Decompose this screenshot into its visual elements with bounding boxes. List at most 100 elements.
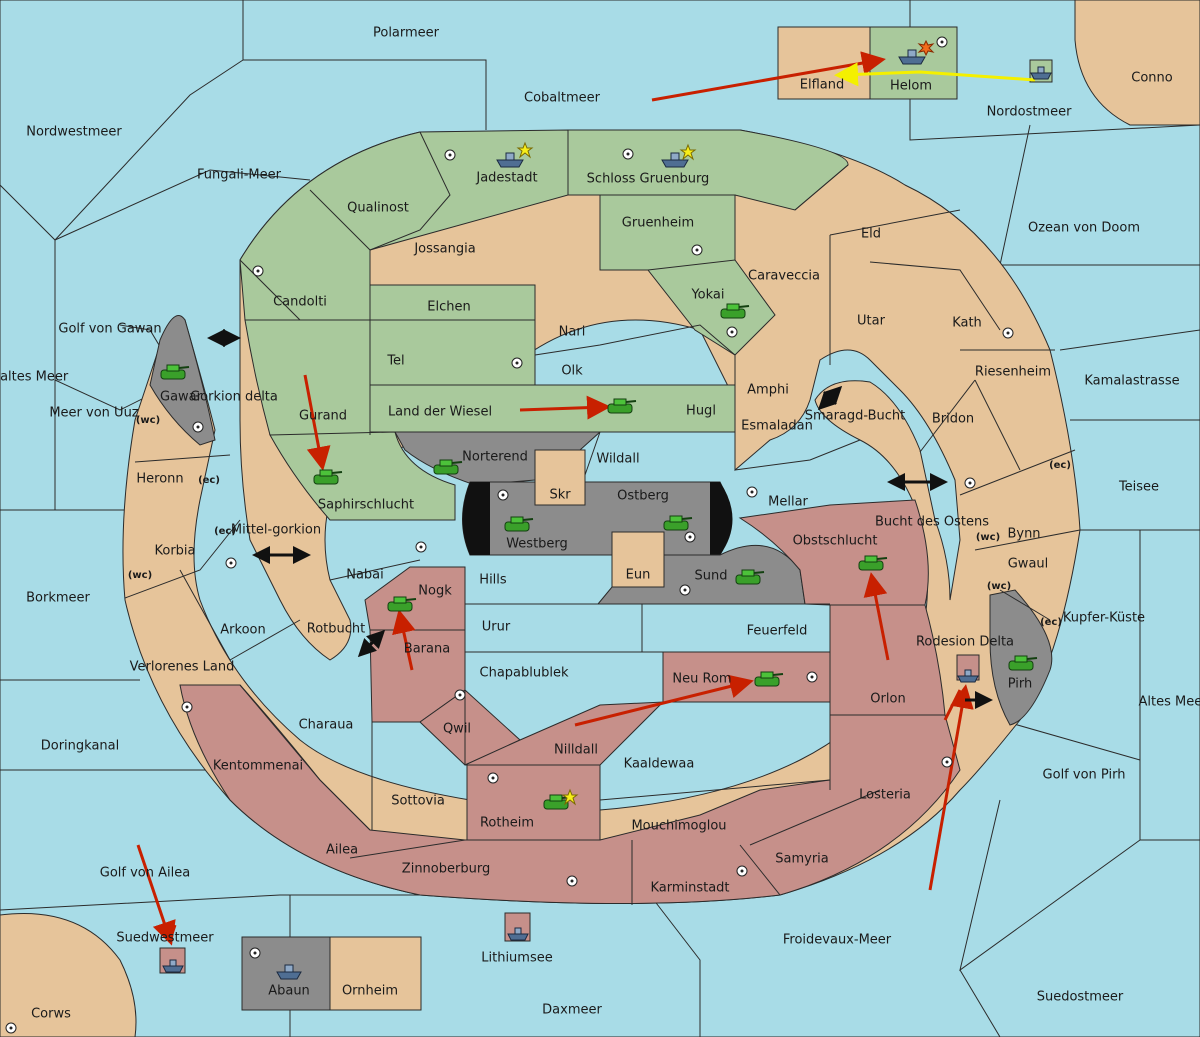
move-arrow-gurand-saphirschlucht [303,374,331,471]
territory-borders [124,130,1081,905]
sea-label: Doringkanal [41,739,120,754]
tank-icon [387,596,417,612]
supply-centers [5,36,1014,1034]
territory-label: Gwaul [1008,557,1049,572]
supply-center-icon [684,531,696,543]
supply-center-icon [444,149,456,161]
territory-label: Eun [626,568,651,583]
sea-label: Altes Meer [1138,695,1200,710]
order-arrows [136,51,1036,946]
territory-yokai[interactable] [647,259,776,356]
supply-center-icon [487,772,499,784]
territory-label: Verlorenes Land [130,660,235,675]
territory-label: Orlon [870,692,905,707]
territory-label: Gawar [160,390,203,405]
move-arrow-nilldall-neu-rom [574,674,754,727]
territory-nilldall[interactable] [464,701,665,766]
territory-skr[interactable] [534,449,586,506]
sea-label: Nordostmeer [987,105,1073,120]
territory-label: Bridon [932,412,974,427]
ship-icon [496,152,524,168]
territory-label: Hugl [686,404,716,419]
territory-schloss-gruenburg[interactable] [567,129,849,211]
ship-icon [957,669,979,683]
tank-icon [663,515,693,531]
territory-gruenheim[interactable] [599,194,736,271]
tank-icon [1008,655,1038,671]
supply-center-icon [511,357,523,369]
territory-corws[interactable] [0,912,137,1037]
territory-conno[interactable] [1074,0,1200,126]
territory-label: Norterend [462,450,528,465]
tank-icon [504,516,534,532]
supply-center-icon [415,541,427,553]
territory-label: Gruenheim [622,216,694,231]
sea-label: Rodesion Delta [916,635,1014,650]
territory-ornheim[interactable] [329,936,422,1011]
territory-label: Eld [861,227,881,242]
move-arrow-losteria-rodesion [928,684,974,891]
coast-tag: (ec) [1040,617,1062,628]
territory-tel[interactable] [369,319,536,386]
territory-label: Qualinost [347,201,409,216]
sea-label: Lithiumsee [481,951,552,966]
territory-label: Wildall [596,452,639,467]
sea-label: Suedostmeer [1037,990,1124,1005]
territory-label: Helom [890,79,932,94]
sea-label: Golf von Gawan [58,322,161,337]
sea-label: Suedwestmeer [116,931,214,946]
territory-label: Ornheim [342,984,398,999]
sea-label: Corws [31,1007,71,1022]
territory-label: Schloss Gruenburg [587,172,710,187]
retreat-arrow-helom [834,62,1036,87]
territory-label: Land der Wiesel [388,405,492,420]
coast-tag: (ec) [214,526,236,537]
sea-label: Smaragd-Bucht [805,409,906,424]
territory-label: Samyria [775,852,829,867]
tank-icon [607,398,637,414]
supply-center-icon [252,265,264,277]
sea-label: Fungali-Meer [197,168,282,183]
territory-label: Olk [561,364,583,379]
coast-tag: (wc) [136,415,160,426]
territory-gawar[interactable] [149,315,216,446]
supply-center-icon [746,486,758,498]
tank-icon [160,364,190,380]
territory-label: Korbia [154,544,195,559]
sea-label: Cobaltmeer [524,91,601,106]
territory-label: Rotheim [480,816,534,831]
double-arrow-icon [817,385,843,411]
coast-tag: (ec) [1049,460,1071,471]
ship-icon [661,152,689,168]
supply-center-icon [497,489,509,501]
sea-label: Rotbucht [307,622,365,637]
territory-label: Kath [952,316,982,331]
ship-icon [507,927,529,941]
territory-label: Amphi [747,383,789,398]
supply-center-icon [941,756,953,768]
territory-label: Gurand [299,409,347,424]
sea-label: Polarmeer [373,26,440,41]
territory-label: Kaaldewaa [624,757,695,772]
territory-label: Obstschlucht [793,534,878,549]
territory-label: Mouchimoglou [631,819,726,834]
territory-label: Feuerfeld [747,624,808,639]
ship-icon [162,959,184,973]
territory-label: Karminstadt [650,881,729,896]
sea-label: Bucht des Ostens [875,515,989,530]
sea-label: Nordwestmeer [26,125,122,140]
territory-label: Nogk [418,584,452,599]
explosion-icon [917,39,935,57]
territory-label: Candolti [273,295,327,310]
tank-icon [735,569,765,585]
territory-label: Yokai [690,288,724,303]
labels: Polarmeer Cobaltmeer Conno Nordostmeer N… [0,26,1200,1022]
territory-label: Jossangia [413,242,475,257]
supply-center-icon [454,689,466,701]
sea-label: Ozean von Doom [1028,221,1140,236]
supply-center-icon [679,584,691,596]
sea-label: Kamalastrasse [1084,374,1179,389]
sea-label: Froidevaux-Meer [783,933,892,948]
